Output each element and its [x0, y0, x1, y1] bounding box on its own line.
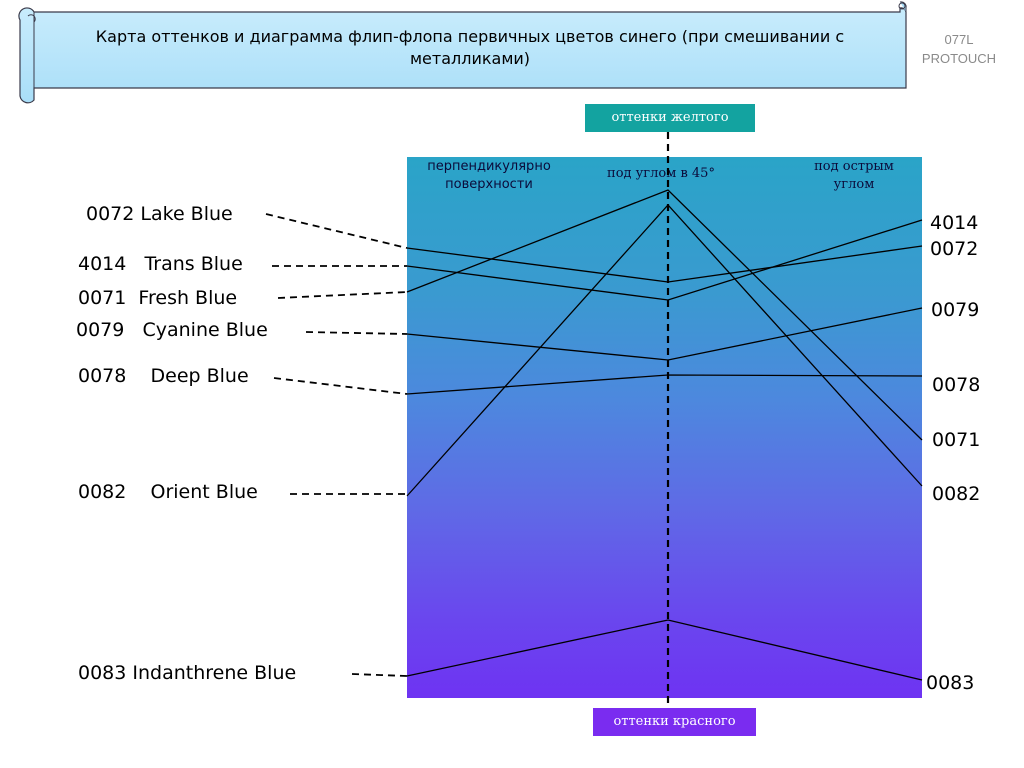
series-0079-line: [406, 307, 923, 361]
series-0072-line: [406, 245, 923, 283]
series-0083-line: [406, 619, 923, 681]
series-0082-line: [406, 204, 923, 497]
series-0078-line: [406, 374, 923, 395]
red-hues-tag: оттенки красного: [593, 708, 756, 736]
left-label-0083: 0083 Indanthrene Blue: [78, 662, 297, 684]
right-label-4014: 4014: [930, 212, 979, 234]
yellow-hues-tag: оттенки желтого: [585, 104, 755, 132]
column-header-45-degrees: под углом в 45°: [607, 166, 715, 181]
page-title: Карта оттенков и диаграмма флип-флопа пе…: [95, 27, 845, 68]
right-label-0082: 0082: [932, 483, 981, 505]
right-label-0078: 0078: [932, 374, 981, 396]
right-label-0083: 0083: [926, 672, 975, 694]
leader-0078: [273, 377, 408, 395]
left-label-0079: 0079 Cyanine Blue: [76, 319, 268, 341]
right-label-0079: 0079: [931, 299, 980, 321]
leader-0083: [351, 673, 408, 677]
leader-0079: [305, 331, 408, 335]
left-label-0071: 0071 Fresh Blue: [78, 287, 238, 309]
column-header-perpendicular: перпендикулярно поверхности: [427, 159, 551, 192]
series-4014-line: [406, 219, 923, 301]
series-0071-line: [406, 189, 923, 441]
right-label-0072: 0072: [930, 238, 979, 260]
left-label-0078: 0078 Deep Blue: [78, 365, 249, 387]
left-label-4014: 4014 Trans Blue: [78, 253, 243, 275]
code-badge: 077L PROTOUCH: [921, 32, 997, 66]
column-header-sharp-angle: под острым углом: [814, 159, 894, 192]
left-label-0082: 0082 Orient Blue: [78, 481, 258, 503]
leader-0072: [265, 213, 408, 249]
left-label-0072: 0072 Lake Blue: [86, 203, 233, 225]
title-banner: [18, 1, 907, 104]
right-label-0071: 0071: [932, 429, 981, 451]
leader-0071: [277, 291, 408, 299]
